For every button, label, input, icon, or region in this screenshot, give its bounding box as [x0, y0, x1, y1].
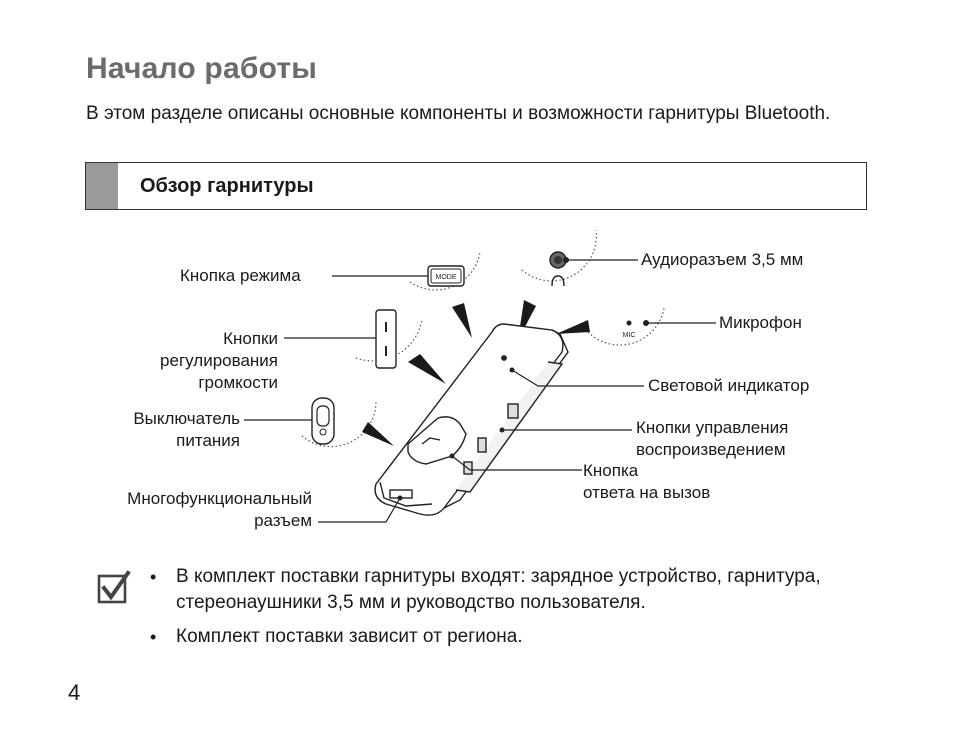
callout-multifunction-port: Многофункциональный разъем: [90, 488, 312, 532]
mode-button-icon-label: MODE: [436, 274, 457, 281]
callout-answer-line2: ответа на вызов: [583, 483, 711, 502]
volume-pointer: [408, 354, 446, 384]
callout-power-line1: Выключатель: [133, 409, 240, 428]
note-item: В комплект поставки гарнитуры входят: за…: [148, 564, 868, 616]
section-title: Обзор гарнитуры: [140, 175, 314, 197]
mode-button-icon: MODE: [427, 265, 465, 287]
answer-leader: [451, 455, 582, 471]
callout-microphone: Микрофон: [719, 313, 802, 332]
callout-playback-line1: Кнопки управления: [636, 418, 789, 437]
note-checkmark-icon: [97, 570, 131, 604]
power-switch-icon: [311, 397, 335, 445]
intro-paragraph: В этом разделе описаны основные компонен…: [86, 103, 831, 124]
callout-answer-button: Кнопка ответа на вызов: [583, 460, 710, 504]
headset-body: [374, 323, 569, 516]
power-pointer: [362, 422, 394, 446]
callout-volume-line3: громкости: [198, 373, 278, 392]
mic-pointer: [556, 320, 590, 334]
callout-volume-buttons: Кнопки регулирования громкости: [134, 328, 278, 394]
headphones-icon: [551, 275, 565, 287]
multi-leader: [318, 497, 401, 523]
notes-list: В комплект поставки гарнитуры входят: за…: [148, 564, 868, 658]
callout-power-line2: питания: [176, 431, 240, 450]
mode-pointer: [452, 303, 472, 338]
callout-multi-line2: разъем: [254, 511, 312, 530]
mic-detail-arc: [587, 307, 665, 346]
headset-illustration: MODE MIC: [244, 229, 716, 523]
indicator-leader: [511, 369, 539, 387]
callout-multi-line1: Многофункциональный: [127, 489, 312, 508]
note-item: Комплект поставки зависит от региона.: [148, 624, 868, 650]
microphone-icon: MIC: [623, 320, 636, 339]
page-number: 4: [68, 680, 81, 705]
page-title: Начало работы: [86, 52, 318, 85]
audio-jack-icon: [549, 251, 567, 287]
callout-volume-line2: регулирования: [160, 351, 278, 370]
callout-playback-buttons: Кнопки управления воспроизведением: [636, 417, 788, 461]
callout-mode-button: Кнопка режима: [180, 266, 301, 285]
callout-power-switch: Выключатель питания: [110, 408, 240, 452]
headset-diagram: MODE MIC: [0, 212, 954, 552]
section-header-tab: [86, 163, 118, 209]
section-header: Обзор гарнитуры: [85, 162, 867, 210]
microphone-icon-label: MIC: [623, 332, 636, 339]
callout-volume-line1: Кнопки: [223, 329, 278, 348]
volume-buttons-icon: [375, 309, 397, 369]
callout-playback-line2: воспроизведением: [636, 440, 786, 459]
callout-audio-jack: Аудиоразъем 3,5 мм: [641, 250, 804, 269]
callout-indicator: Световой индикатор: [648, 376, 810, 395]
power-detail-arc: [301, 401, 377, 448]
callout-answer-line1: Кнопка: [583, 461, 639, 480]
